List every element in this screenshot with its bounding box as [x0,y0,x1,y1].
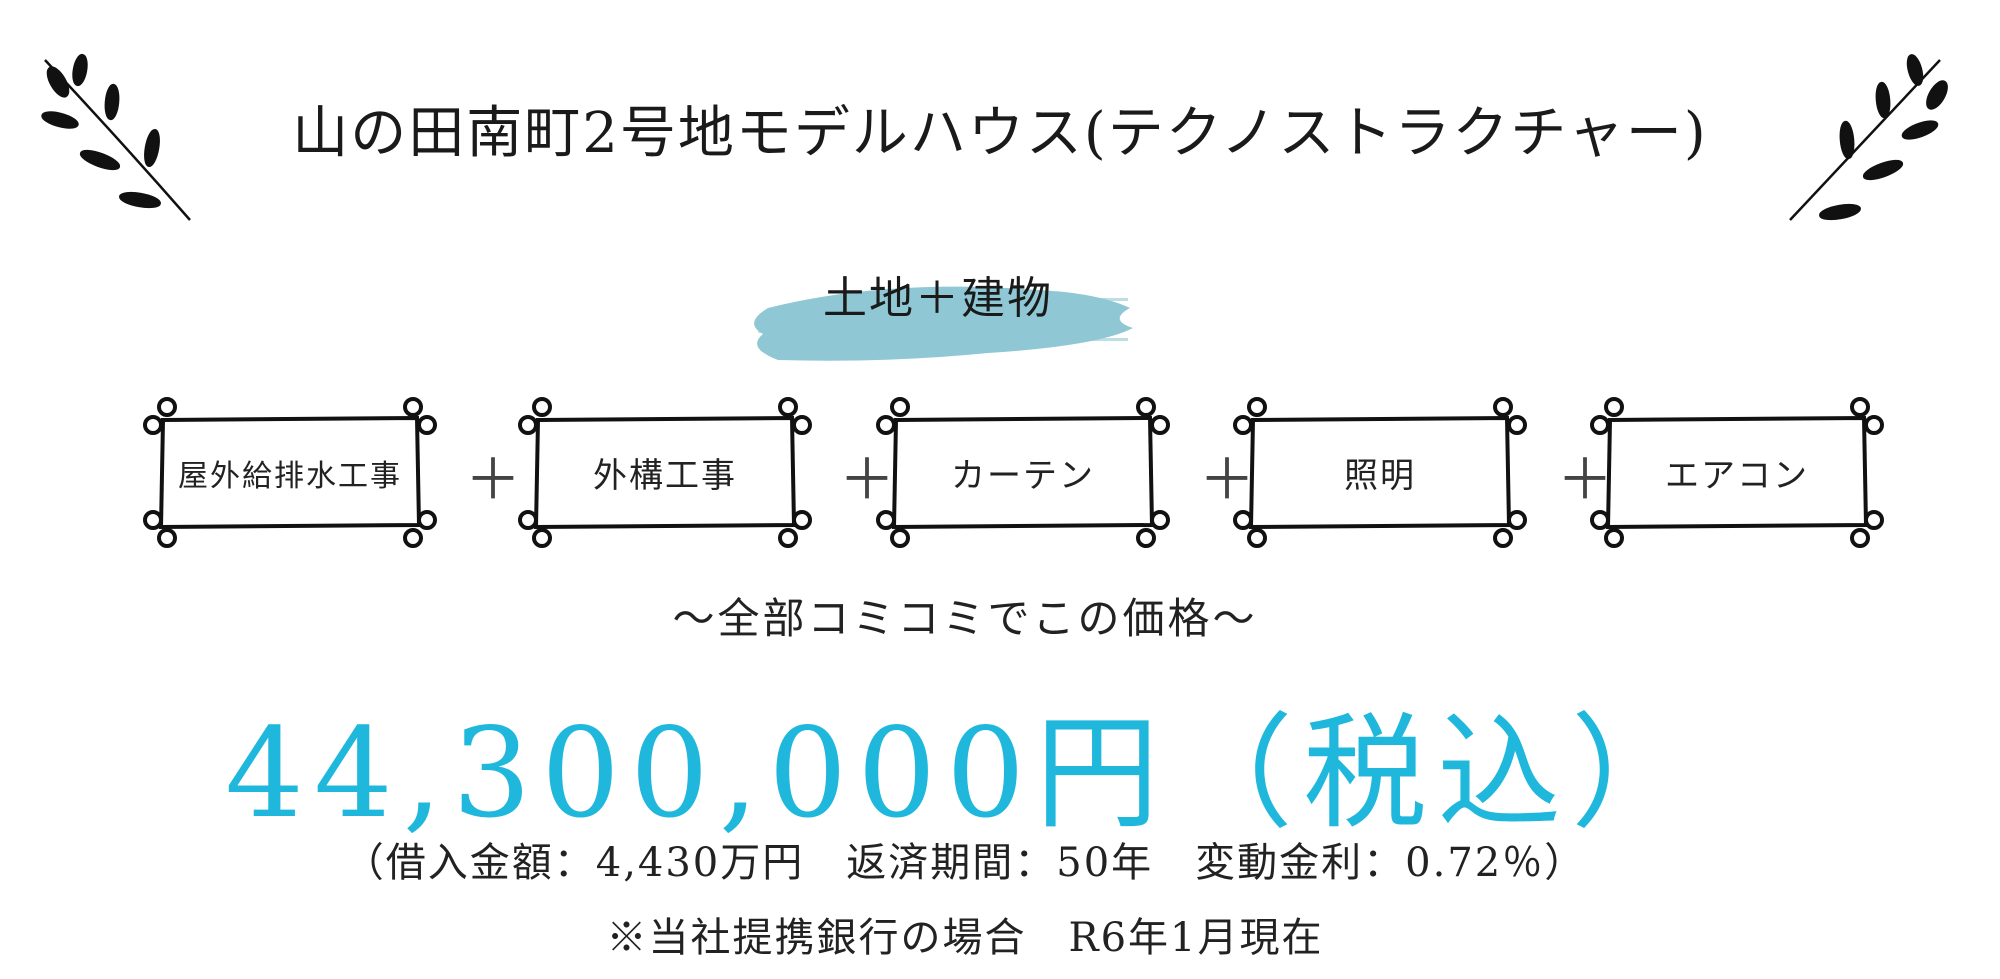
item-label: エアコン [1665,456,1809,496]
price: 44,300,000円（税込） [225,702,1705,846]
leaf-sprig-icon [1789,54,1948,221]
ornate-frame [1590,397,1884,548]
item-frame: 屋外給排水工事 [135,385,445,560]
item-label: カーテン [951,456,1095,496]
tagline: ～全部コミコミでこの価格～ [672,594,1258,643]
item-label: 照明 [1344,456,1416,496]
ornate-frame [876,397,1170,548]
item-frame: 外構工事 [510,385,820,560]
ornate-frame [143,397,437,548]
ornate-frame [1233,397,1527,548]
plus-sign: ＋ [465,448,521,513]
item-frame: エアコン [1582,385,1892,560]
item-frame: カーテン [868,385,1178,560]
plus-sign: ＋ [1557,448,1613,513]
item-frame: 照明 [1225,385,1535,560]
plus-sign: ＋ [839,448,895,513]
plus-sign: ＋ [1199,448,1255,513]
item-label: 外構工事 [593,456,737,496]
item-label: 屋外給排水工事 [178,458,402,494]
brush-stroke [754,286,1133,361]
subtitle: 土地＋建物 [823,273,1053,324]
page-title: 山の田南町2号地モデルハウス(テクノストラクチャー) [292,101,1708,166]
ornate-frame [518,397,812,548]
loan-info: （借入金額：4,430万円 返済期間：50年 変動金利：0.72％） [343,840,1587,886]
leaf-sprig-icon [41,53,191,221]
footnote: ※当社提携銀行の場合 R6年1月現在 [606,915,1324,961]
